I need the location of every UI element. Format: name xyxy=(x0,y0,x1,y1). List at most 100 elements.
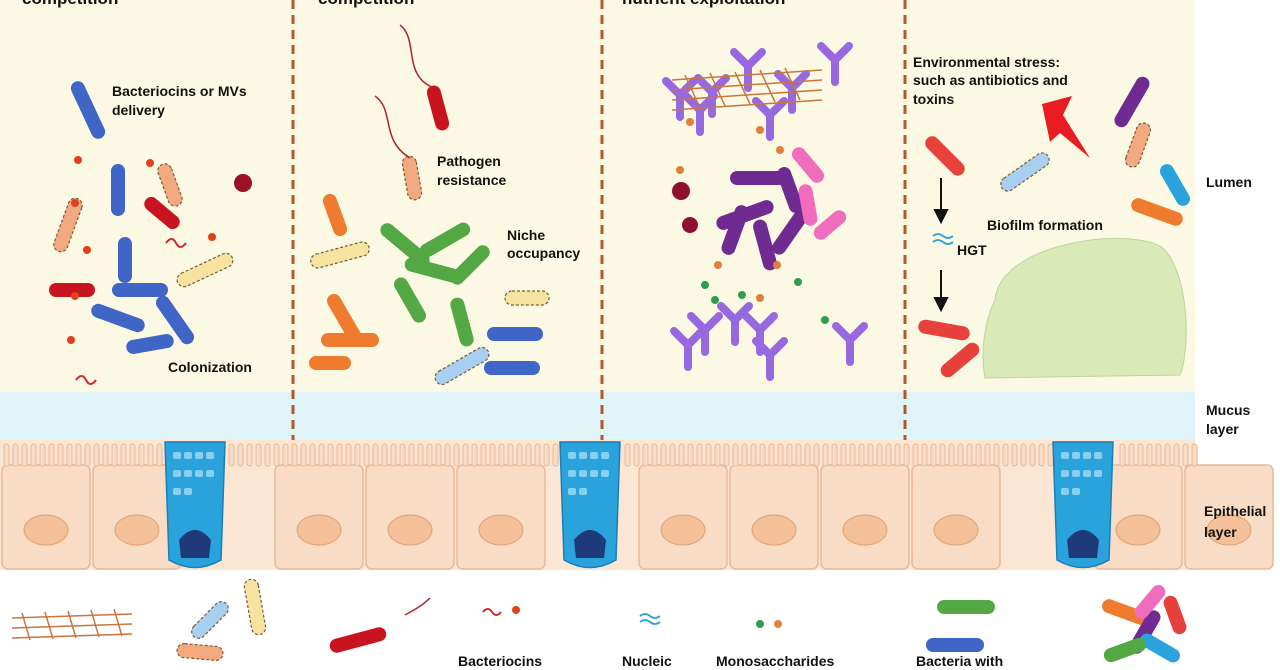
bacterium xyxy=(394,277,426,323)
bacterium xyxy=(1131,198,1183,226)
monosaccharide-dot xyxy=(711,296,719,304)
panel2-title: competition xyxy=(318,0,414,8)
bacterium xyxy=(926,638,984,652)
legend-bacteria-with: Bacteria with xyxy=(916,653,1003,669)
goblet-nucleus xyxy=(574,530,606,558)
microvillus xyxy=(1038,443,1045,467)
mucin-granule xyxy=(206,470,214,477)
panel4-label-antibiotics: such as antibiotics and xyxy=(913,72,1068,88)
bacterium xyxy=(487,327,543,341)
microvillus xyxy=(435,443,442,467)
microvillus xyxy=(1164,443,1171,467)
mucin-granule xyxy=(184,452,192,459)
biofilm-matrix xyxy=(982,237,1187,379)
mucin-granule xyxy=(579,452,587,459)
glycan-y-shape xyxy=(817,42,853,86)
microvillus xyxy=(705,443,712,467)
microvillus xyxy=(327,443,334,467)
mucin-granule xyxy=(590,452,598,459)
panel1-title: competition xyxy=(22,0,118,8)
microvillus xyxy=(111,443,118,467)
panel4-label-stress: Environmental stress: xyxy=(913,54,1060,70)
glycan-y-shape xyxy=(717,302,753,346)
legend-monosaccharides: Monosaccharides xyxy=(716,653,834,669)
lightning-bolt-icon xyxy=(1042,96,1090,158)
microvillus xyxy=(480,443,487,467)
microvillus xyxy=(822,443,829,467)
glycan-y-shape xyxy=(832,322,868,366)
dead-bacterium xyxy=(504,290,550,306)
bacterium xyxy=(1103,637,1147,663)
microvillus xyxy=(876,443,883,467)
bacterium xyxy=(70,81,106,139)
microvillus xyxy=(66,443,73,467)
bacterium xyxy=(329,627,387,653)
legend-monosaccharide-orange xyxy=(774,620,782,628)
panel4-label-biofilm: Biofilm formation xyxy=(987,217,1103,233)
microvillus xyxy=(381,443,388,467)
mucin-granule xyxy=(601,452,609,459)
monosaccharide-dot xyxy=(676,166,684,174)
cell-nucleus xyxy=(387,514,433,546)
microvillus xyxy=(1182,443,1189,467)
monosaccharide-dot xyxy=(821,316,829,324)
microvillus xyxy=(993,443,1000,467)
microvillus xyxy=(354,443,361,467)
goblet-nucleus xyxy=(179,530,211,558)
microvilli xyxy=(3,443,1198,467)
legend-bacteriocin-squiggle xyxy=(482,608,502,616)
mucin-granule xyxy=(1061,452,1069,459)
microvillus xyxy=(1128,443,1135,467)
microvillus xyxy=(1173,443,1180,467)
bacterium xyxy=(798,184,818,226)
microvillus xyxy=(363,443,370,467)
glycan-y-shape xyxy=(662,77,698,121)
microvillus xyxy=(21,443,28,467)
microvillus xyxy=(318,443,325,467)
panel4-label-hgt: HGT xyxy=(957,242,987,258)
bacterium xyxy=(721,205,749,255)
glycan-y-shape xyxy=(670,327,706,371)
microvillus xyxy=(498,443,505,467)
fiber-mesh xyxy=(671,67,823,111)
microvillus xyxy=(723,443,730,467)
microvillus xyxy=(804,443,811,467)
bacteriocin-squiggle xyxy=(165,238,187,248)
microvillus xyxy=(885,443,892,467)
microvillus xyxy=(471,443,478,467)
monosaccharide-dot xyxy=(776,146,784,154)
mucin-granule xyxy=(195,470,203,477)
panel3-title: nutrient exploitation xyxy=(622,0,785,8)
mucin-granule xyxy=(173,470,181,477)
bacteriocin-stars xyxy=(67,156,216,344)
panel2-label-niche: Niche xyxy=(507,227,545,243)
legend: Bacteriocins Nucleic Monosaccharides Bac… xyxy=(11,597,1003,669)
microvillus xyxy=(237,443,244,467)
legend-monosaccharide-green xyxy=(756,620,764,628)
microvillus xyxy=(687,443,694,467)
flagellum-2 xyxy=(374,95,411,159)
panel2-label-pathogen: Pathogen xyxy=(437,153,501,169)
bacterium xyxy=(777,167,803,213)
bacterium xyxy=(91,303,145,333)
bacterium xyxy=(772,209,808,255)
bacterium xyxy=(49,283,95,297)
mucin-granule xyxy=(1083,470,1091,477)
microvillus xyxy=(525,443,532,467)
goblet-nucleus xyxy=(1067,530,1099,558)
microvillus xyxy=(417,443,424,467)
microvillus xyxy=(1011,443,1018,467)
panel1-label-colonization: Colonization xyxy=(168,359,252,375)
microvillus xyxy=(516,443,523,467)
microvillus xyxy=(246,443,253,467)
microvillus xyxy=(624,443,631,467)
mucin-granule xyxy=(1072,488,1080,495)
dead-bacterium xyxy=(310,241,370,269)
mucin-granule xyxy=(568,470,576,477)
microvillus xyxy=(228,443,235,467)
mucin-granule xyxy=(206,452,214,459)
legend-nucleic: Nucleic xyxy=(622,653,672,669)
microvillus xyxy=(984,443,991,467)
microvillus xyxy=(921,443,928,467)
panel1-label-bacteriocins: Bacteriocins or MVs xyxy=(112,83,247,99)
